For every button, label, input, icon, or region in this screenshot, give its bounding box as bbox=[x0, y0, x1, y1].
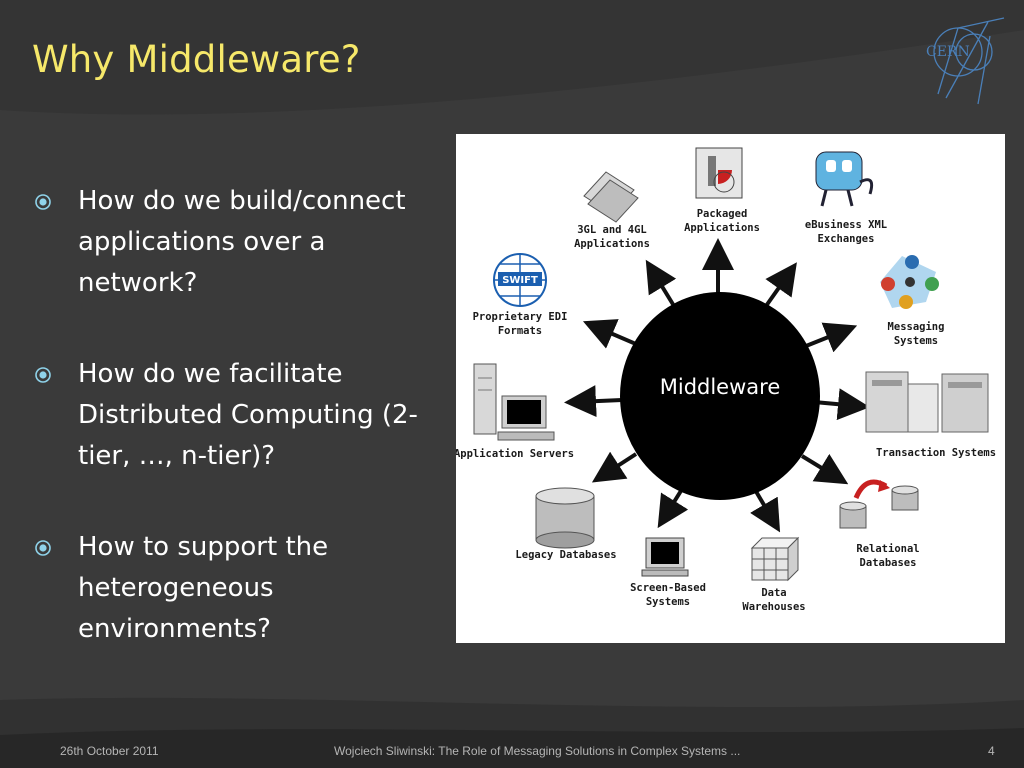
bullet-text: How do we facilitate Distributed Computi… bbox=[78, 359, 418, 471]
bullet-circle-icon bbox=[35, 540, 51, 556]
bullet-circle-icon bbox=[35, 194, 51, 210]
swift-text: SWIFT bbox=[502, 275, 538, 286]
node-label: Warehouses bbox=[742, 601, 805, 613]
3gl-4gl-icon bbox=[583, 171, 639, 223]
footer-date: 26th October 2011 bbox=[60, 744, 159, 758]
arrow-relational bbox=[800, 453, 849, 485]
cern-logo-text: CERN bbox=[926, 44, 970, 60]
bullet-text: How do we build/connect applications ove… bbox=[78, 186, 406, 298]
screen-terminal-icon bbox=[641, 537, 689, 577]
node-label: Systems bbox=[894, 335, 938, 347]
node-label: Relational bbox=[856, 543, 919, 555]
node-label: Transaction Systems bbox=[876, 447, 996, 459]
node-label: eBusiness XML bbox=[805, 219, 887, 231]
bullet-circle-icon bbox=[35, 367, 51, 383]
middleware-label: Middleware bbox=[660, 375, 781, 399]
node-label: Legacy Databases bbox=[515, 549, 616, 561]
bullet-item: How do we build/connect applications ove… bbox=[34, 181, 454, 304]
node-label: Data bbox=[761, 587, 786, 599]
arrow-3gl bbox=[645, 259, 677, 308]
node-label: Exchanges bbox=[818, 233, 875, 245]
arrow-ebusiness bbox=[764, 262, 797, 308]
node-label: Applications bbox=[684, 222, 760, 234]
data-warehouse-cube-icon bbox=[750, 536, 800, 582]
arrow-legacy bbox=[591, 451, 638, 483]
node-label: Systems bbox=[646, 596, 690, 608]
middleware-diagram-svg: Middleware 3GL and 4GL Applications Pack… bbox=[456, 147, 996, 613]
bullet-item: How to support the heterogeneous environ… bbox=[34, 527, 454, 650]
arrow-edi bbox=[582, 319, 637, 349]
cern-logo: CERN bbox=[926, 17, 1005, 105]
messaging-network-icon bbox=[880, 255, 939, 309]
transaction-system-icon bbox=[865, 371, 989, 433]
arrows bbox=[564, 238, 870, 533]
footer-presentation-title: Wojciech Sliwinski: The Role of Messagin… bbox=[334, 744, 741, 758]
middleware-ellipse bbox=[620, 292, 820, 500]
legacy-database-icon bbox=[535, 487, 595, 549]
node-label: Databases bbox=[860, 557, 917, 569]
node-label: Application Servers bbox=[456, 448, 574, 460]
packaged-app-icon bbox=[695, 147, 743, 199]
node-label: Packaged bbox=[697, 208, 748, 220]
slide-title: Why Middleware? bbox=[32, 38, 361, 81]
node-label: Applications bbox=[574, 238, 650, 250]
node-label: Formats bbox=[498, 325, 542, 337]
middleware-diagram: Middleware 3GL and 4GL Applications Pack… bbox=[456, 134, 1005, 643]
arrow-warehouse bbox=[750, 486, 781, 533]
node-label: Messaging bbox=[888, 321, 945, 333]
arrow-transaction bbox=[813, 388, 870, 421]
node-label: Screen-Based bbox=[630, 582, 706, 594]
arrow-appservers bbox=[564, 385, 623, 418]
node-label: Proprietary EDI bbox=[473, 311, 568, 323]
arrow-messaging bbox=[805, 322, 858, 353]
swift-globe-icon: SWIFT bbox=[493, 253, 547, 307]
footer-page-number: 4 bbox=[988, 744, 995, 758]
relational-database-icon bbox=[839, 479, 919, 529]
application-server-icon bbox=[473, 363, 555, 441]
node-label: 3GL and 4GL bbox=[577, 224, 647, 236]
bullet-item: How do we facilitate Distributed Computi… bbox=[34, 354, 454, 477]
bullet-text: How to support the heterogeneous environ… bbox=[78, 532, 329, 644]
ebusiness-xml-icon bbox=[815, 151, 874, 207]
bullet-list: How do we build/connect applications ove… bbox=[34, 181, 454, 700]
